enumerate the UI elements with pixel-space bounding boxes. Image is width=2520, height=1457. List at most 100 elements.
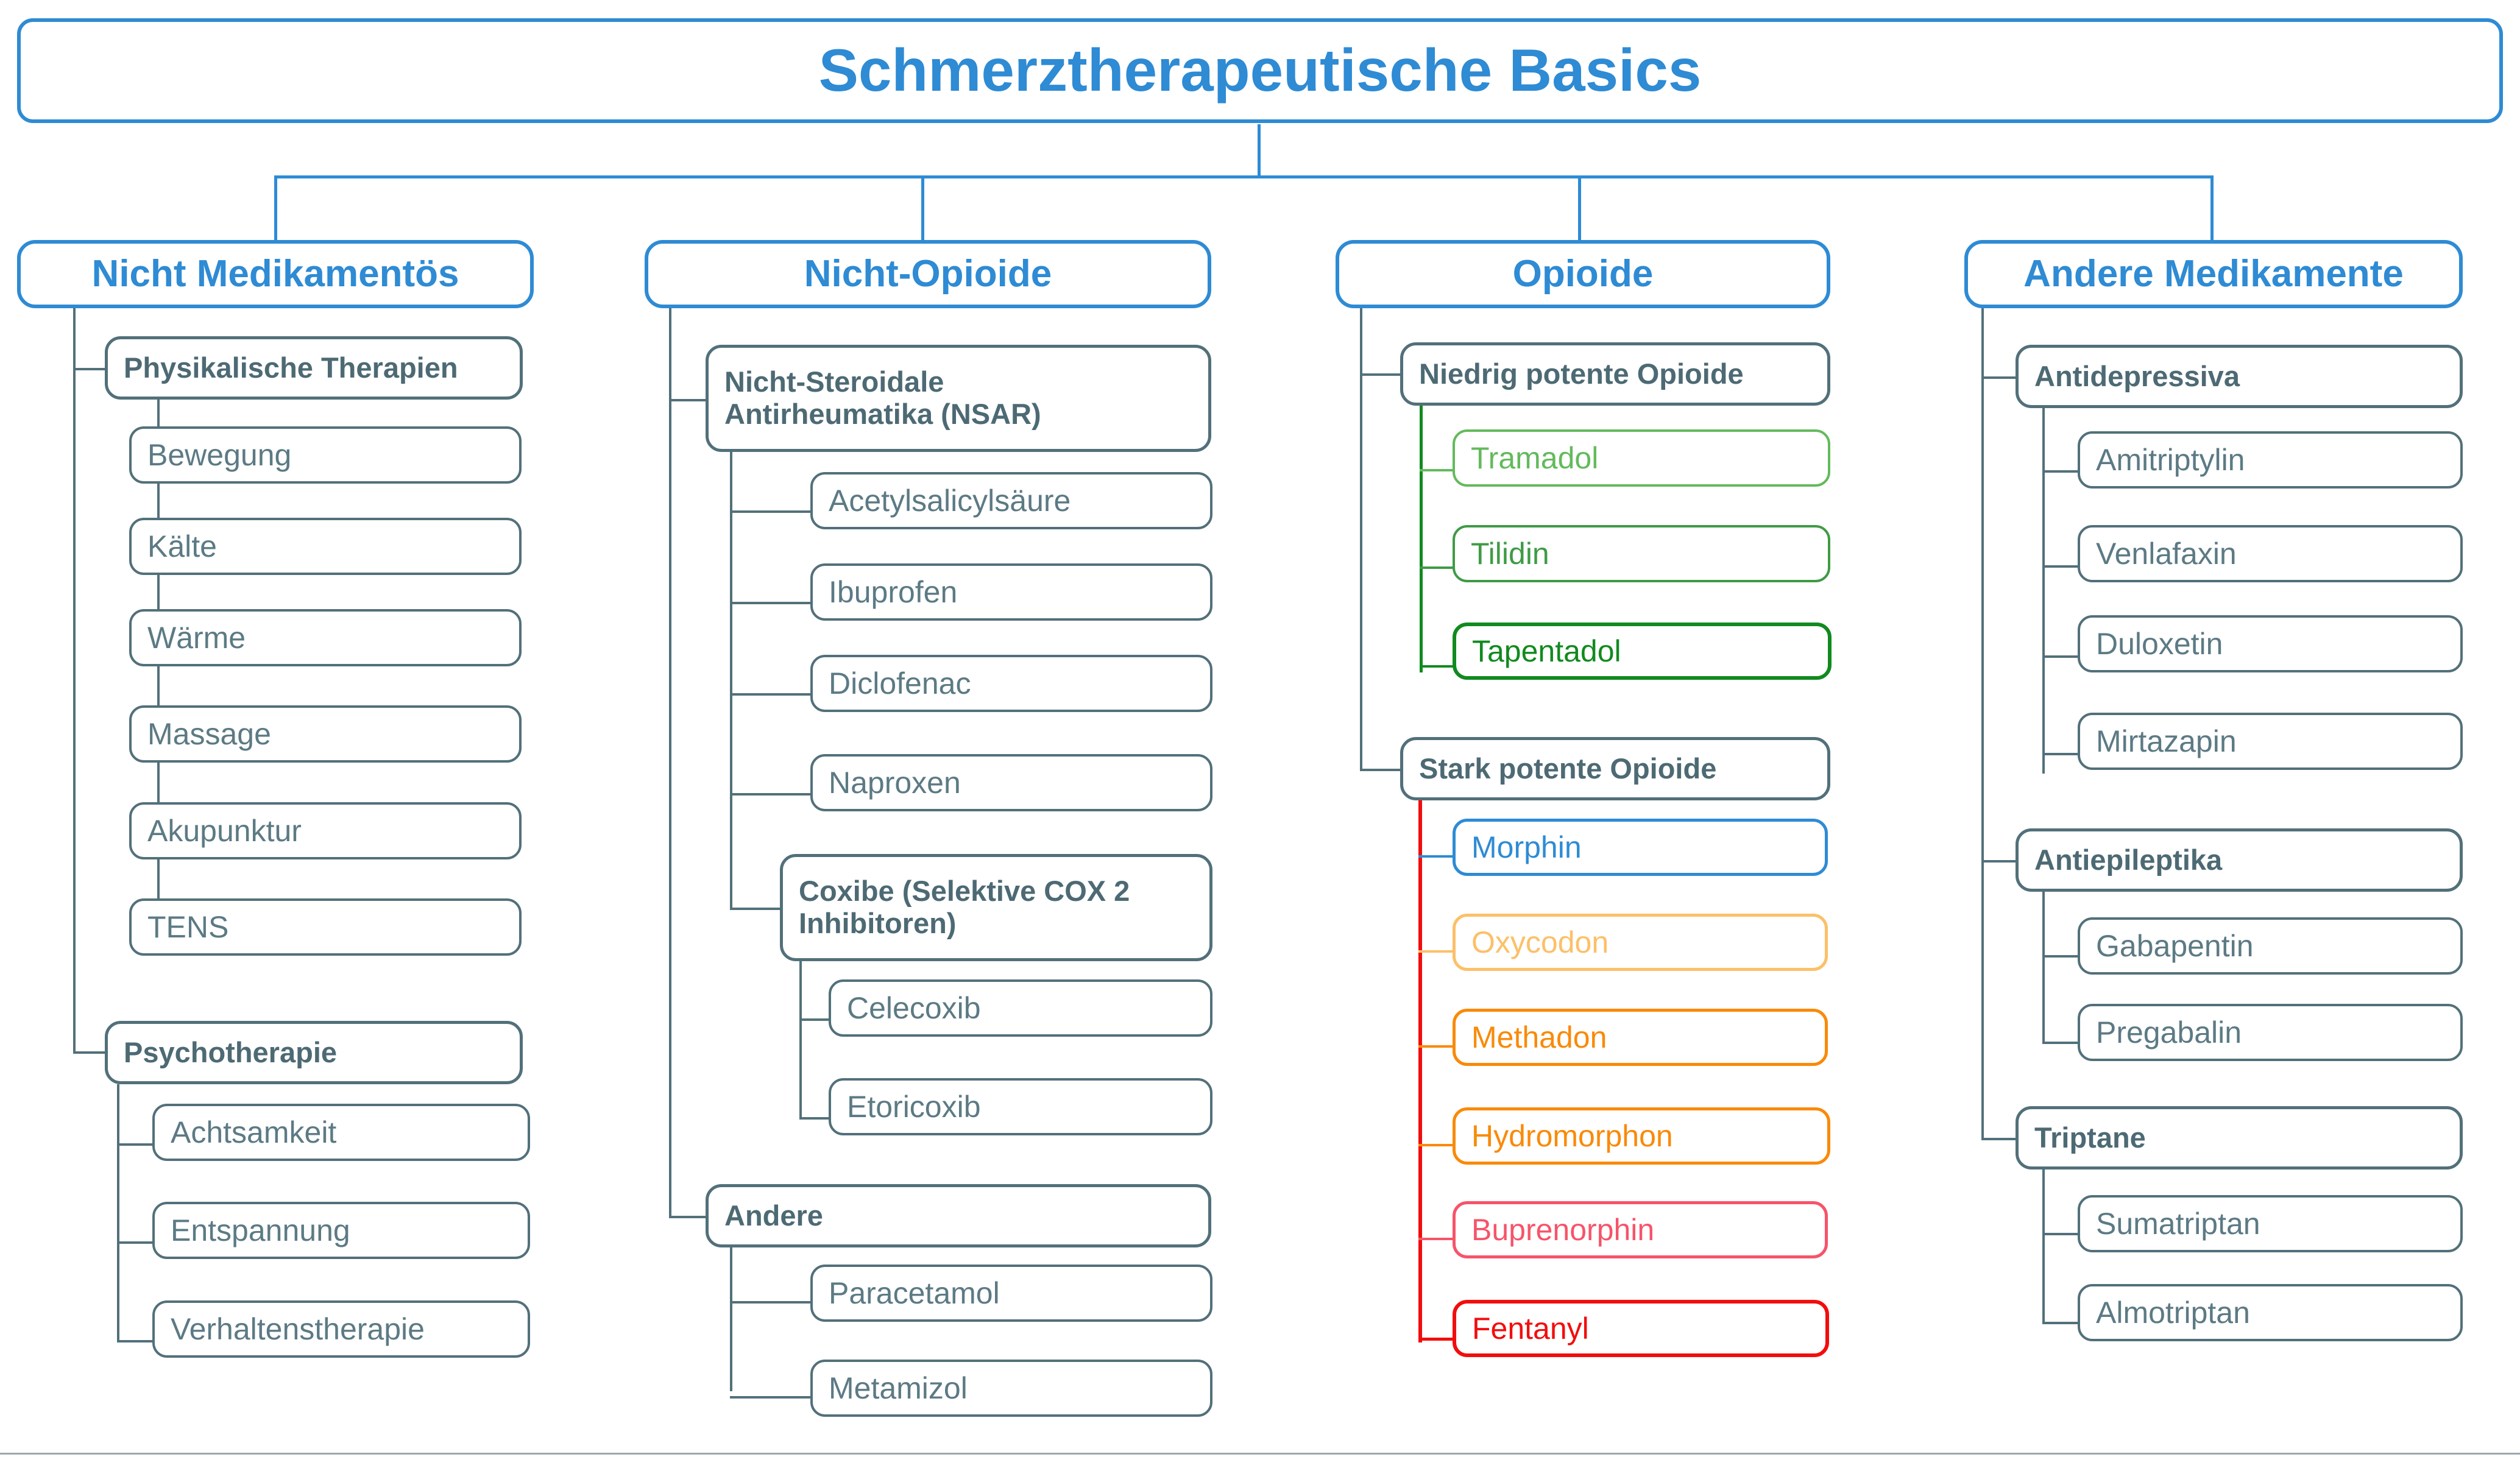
spine-col3-category: [1360, 308, 1362, 771]
leaf-ibuprofen[interactable]: Ibuprofen: [810, 563, 1212, 621]
category-label: Nicht Medikamentös: [91, 253, 459, 295]
leaf-label: Celecoxib: [847, 991, 981, 1025]
group-triptane[interactable]: Triptane: [2016, 1106, 2463, 1169]
leaf-methadon[interactable]: Methadon: [1453, 1009, 1828, 1066]
stub-achtsamkeit: [117, 1143, 155, 1146]
leaf-morphin[interactable]: Morphin: [1453, 819, 1828, 876]
leaf-label: Verhaltenstherapie: [171, 1312, 425, 1346]
group-label: Stark potente Opioide: [1419, 752, 1717, 785]
group-label: Physikalische Therapien: [124, 351, 458, 384]
group-stark-potente-opioide[interactable]: Stark potente Opioide: [1400, 737, 1830, 800]
leaf-acetylsalicylsaeure[interactable]: Acetylsalicylsäure: [810, 472, 1212, 529]
leaf-label: Oxycodon: [1471, 925, 1609, 959]
leaf-label: Tapentadol: [1472, 634, 1621, 668]
leaf-label: Acetylsalicylsäure: [829, 484, 1071, 518]
stub-amitriptylin: [2042, 470, 2080, 473]
leaf-waerme[interactable]: Wärme: [129, 609, 522, 666]
leaf-tens[interactable]: TENS: [129, 898, 522, 956]
branch-line-col-4: [2210, 175, 2214, 241]
group-label: Psychotherapie: [124, 1035, 338, 1068]
stub-diclofenac: [730, 693, 812, 696]
stub-duloxetin: [2042, 655, 2080, 658]
spine-col4-triptane: [2042, 1169, 2045, 1324]
group-label: Niedrig potente Opioide: [1419, 357, 1744, 390]
stub-oxycodon: [1418, 950, 1456, 953]
leaf-sumatriptan[interactable]: Sumatriptan: [2078, 1195, 2463, 1252]
group-antiepileptika[interactable]: Antiepileptika: [2016, 828, 2463, 892]
category-nicht-opioide[interactable]: Nicht-Opioide: [645, 240, 1211, 308]
leaf-label: Etoricoxib: [847, 1090, 981, 1124]
root-node-schmerztherapeutische-basics[interactable]: Schmerztherapeutische Basics: [17, 18, 2503, 123]
leaf-label: Sumatriptan: [2096, 1207, 2260, 1241]
leaf-buprenorphin[interactable]: Buprenorphin: [1453, 1201, 1828, 1258]
category-label: Nicht-Opioide: [804, 253, 1052, 295]
category-andere-medikamente[interactable]: Andere Medikamente: [1964, 240, 2463, 308]
leaf-etoricoxib[interactable]: Etoricoxib: [829, 1078, 1212, 1135]
leaf-amitriptylin[interactable]: Amitriptylin: [2078, 431, 2463, 489]
group-andere[interactable]: Andere: [706, 1184, 1211, 1247]
leaf-label: Amitriptylin: [2096, 443, 2245, 477]
leaf-akupunktur[interactable]: Akupunktur: [129, 802, 522, 859]
leaf-almotriptan[interactable]: Almotriptan: [2078, 1284, 2463, 1341]
leaf-bewegung[interactable]: Bewegung: [129, 426, 522, 484]
stub-paracetamol: [730, 1301, 812, 1304]
branch-line-col-1: [274, 175, 277, 241]
leaf-naproxen[interactable]: Naproxen: [810, 754, 1212, 811]
group-coxibe[interactable]: Coxibe (Selektive COX 2 Inhibitoren): [780, 854, 1212, 961]
leaf-label: Buprenorphin: [1471, 1213, 1655, 1247]
leaf-metamizol[interactable]: Metamizol: [810, 1360, 1212, 1417]
leaf-label: Achtsamkeit: [171, 1115, 337, 1149]
stub-tapentadol: [1420, 665, 1455, 668]
leaf-hydromorphon[interactable]: Hydromorphon: [1453, 1107, 1830, 1165]
group-label: Andere: [724, 1199, 823, 1232]
branch-line-col-3: [1578, 175, 1581, 241]
leaf-label: Gabapentin: [2096, 929, 2254, 963]
stub-metamizol: [730, 1396, 812, 1399]
leaf-label: Paracetamol: [829, 1276, 1000, 1310]
stub-verhaltenstherapie: [117, 1340, 155, 1342]
leaf-gabapentin[interactable]: Gabapentin: [2078, 917, 2463, 975]
leaf-mirtazapin[interactable]: Mirtazapin: [2078, 713, 2463, 770]
stub-tilidin: [1420, 566, 1455, 569]
leaf-label: Hydromorphon: [1471, 1119, 1673, 1153]
spine-col2-category: [669, 308, 671, 1217]
leaf-label: Tilidin: [1471, 537, 1549, 571]
stub-ibuprofen: [730, 602, 812, 604]
stub-col4-group-antidepressiva: [1981, 376, 2017, 379]
leaf-tramadol[interactable]: Tramadol: [1453, 429, 1830, 487]
stub-venlafaxin: [2042, 565, 2080, 568]
category-opioide[interactable]: Opioide: [1336, 240, 1830, 308]
leaf-label: Massage: [147, 717, 271, 751]
leaf-label: Bewegung: [147, 438, 292, 472]
leaf-entspannung[interactable]: Entspannung: [152, 1202, 530, 1259]
group-psychotherapie[interactable]: Psychotherapie: [105, 1021, 523, 1084]
stub-col1-group-physikalische: [73, 368, 106, 370]
leaf-pregabalin[interactable]: Pregabalin: [2078, 1004, 2463, 1061]
leaf-diclofenac[interactable]: Diclofenac: [810, 655, 1212, 712]
leaf-celecoxib[interactable]: Celecoxib: [829, 979, 1212, 1037]
group-physikalische-therapien[interactable]: Physikalische Therapien: [105, 336, 523, 400]
leaf-verhaltenstherapie[interactable]: Verhaltenstherapie: [152, 1300, 530, 1358]
leaf-paracetamol[interactable]: Paracetamol: [810, 1265, 1212, 1322]
leaf-tilidin[interactable]: Tilidin: [1453, 525, 1830, 582]
leaf-duloxetin[interactable]: Duloxetin: [2078, 615, 2463, 672]
leaf-oxycodon[interactable]: Oxycodon: [1453, 914, 1828, 971]
group-antidepressiva[interactable]: Antidepressiva: [2016, 345, 2463, 408]
stub-morphin: [1418, 855, 1456, 858]
stub-etoricoxib: [799, 1117, 831, 1120]
stub-col4-group-triptane: [1981, 1138, 2017, 1140]
group-niedrig-potente-opioide[interactable]: Niedrig potente Opioide: [1400, 342, 1830, 406]
root-node-label: Schmerztherapeutische Basics: [818, 37, 1702, 104]
leaf-venlafaxin[interactable]: Venlafaxin: [2078, 525, 2463, 582]
leaf-tapentadol[interactable]: Tapentadol: [1453, 623, 1832, 680]
leaf-massage[interactable]: Massage: [129, 705, 522, 763]
leaf-label: Fentanyl: [1472, 1311, 1589, 1346]
leaf-label: Kälte: [147, 529, 217, 563]
group-nsar[interactable]: Nicht-Steroidale Antirheumatika (NSAR): [706, 345, 1211, 452]
leaf-fentanyl[interactable]: Fentanyl: [1453, 1300, 1829, 1357]
leaf-achtsamkeit[interactable]: Achtsamkeit: [152, 1104, 530, 1161]
leaf-label: Almotriptan: [2096, 1296, 2250, 1330]
leaf-kaelte[interactable]: Kälte: [129, 518, 522, 575]
leaf-label: Diclofenac: [829, 666, 971, 700]
category-nicht-medikamentoes[interactable]: Nicht Medikamentös: [17, 240, 534, 308]
